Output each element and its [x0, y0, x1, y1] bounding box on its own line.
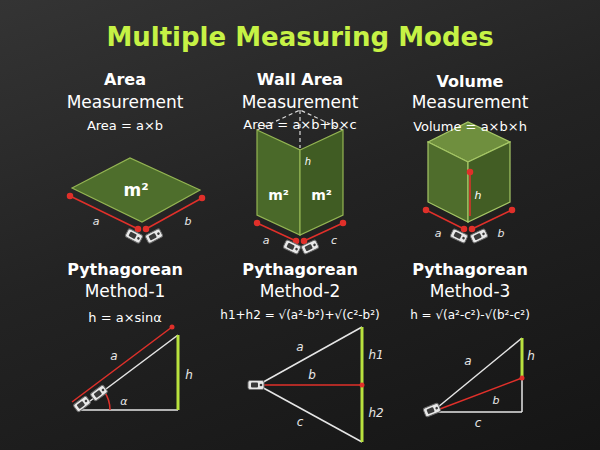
dimension-label: h: [527, 350, 535, 364]
dimension-label: a: [263, 235, 270, 248]
laser-meter: [90, 385, 108, 402]
triangle: [432, 338, 525, 412]
formula: Volume = a×b×h: [413, 120, 527, 135]
dimension-label: b: [185, 216, 192, 229]
dimension-label: a: [296, 341, 303, 355]
mode-subheading: Method-3: [430, 282, 511, 302]
laser-meter: [283, 240, 301, 255]
dimension-label: h: [475, 190, 482, 203]
laser-meter: [450, 229, 468, 244]
dimension-label: h: [185, 369, 193, 383]
laser-meter: [73, 396, 91, 413]
dimension-label: c: [475, 417, 482, 431]
mode-heading: Pythagorean: [242, 261, 358, 279]
mode-subheading: Measurement: [412, 93, 529, 113]
dimension-lines: [424, 170, 515, 232]
formula: Area = a×b: [87, 119, 163, 134]
mode-subheading: Measurement: [242, 93, 359, 113]
formula: Area = a×b+b×c: [243, 118, 356, 133]
formula: h = a×sinα: [88, 311, 161, 326]
triangle: [258, 327, 365, 442]
cube: [428, 122, 510, 222]
surface-shape: [300, 130, 343, 235]
dimension-label: a: [110, 350, 117, 364]
laser-meter: [248, 381, 264, 390]
mode-heading: Wall Area: [257, 71, 343, 89]
laser-meter: [145, 228, 163, 243]
dimension-label: a: [464, 355, 471, 369]
surface-shape: [257, 130, 300, 235]
mode-heading: Pythagorean: [67, 261, 183, 279]
dimension-label: c: [297, 416, 304, 430]
laser-meter: [470, 229, 488, 244]
laser-meter: [125, 228, 143, 243]
mode-subheading: Measurement: [67, 93, 184, 113]
mode-heading: Pythagorean: [412, 261, 528, 279]
angle-label: α: [120, 396, 127, 409]
triangle: [72, 325, 178, 411]
dimension-label: h: [305, 156, 311, 168]
measured-surface: m²: [257, 130, 300, 235]
formula: h = √(a²-c²)-√(b²-c²): [410, 309, 530, 323]
dimension-label: b: [498, 228, 505, 241]
dimension-label: c: [331, 235, 337, 248]
mode-subheading: Method-2: [260, 282, 341, 302]
dimension-label: b: [493, 395, 500, 408]
mode-subheading: Method-1: [85, 282, 166, 302]
mode-heading: Area: [104, 71, 146, 89]
area-unit: m²: [123, 180, 148, 200]
laser-meter: [423, 403, 441, 417]
dimension-label: h2: [368, 407, 383, 421]
dimension-label: h1: [368, 349, 383, 363]
dimension-label: b: [308, 369, 316, 383]
area-unit: m²: [311, 187, 332, 203]
area-unit: m²: [268, 187, 289, 203]
dimension-label: a: [93, 216, 100, 229]
page-title: Multiple Measuring Modes: [106, 23, 493, 53]
measured-surface: m²: [300, 130, 343, 235]
dimension-label: a: [435, 228, 442, 241]
measured-surface: m²: [72, 158, 200, 222]
mode-heading: Volume: [437, 73, 504, 91]
laser-meter: [301, 240, 319, 255]
formula: h1+h2 = √(a²-b²)+√(c²-b²): [220, 309, 379, 323]
